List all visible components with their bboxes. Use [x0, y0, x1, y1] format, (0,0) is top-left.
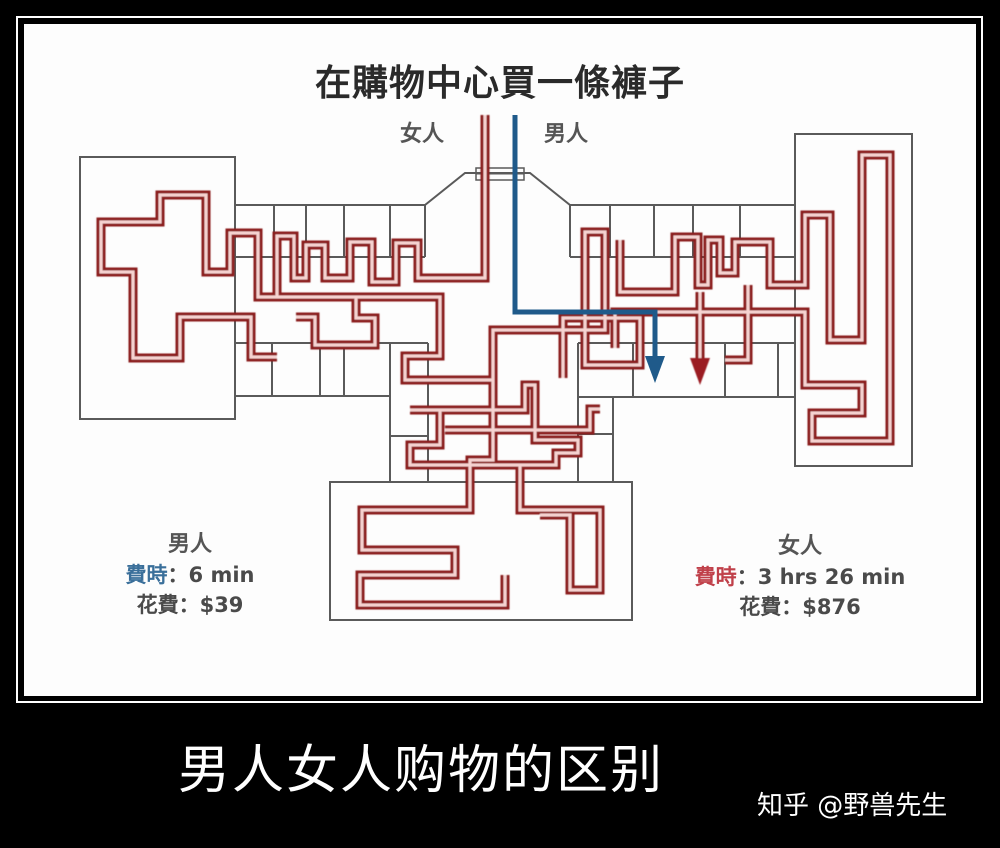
separator: ：	[736, 565, 758, 589]
woman-time-label: 費時	[694, 565, 737, 589]
poster-frame	[16, 16, 983, 703]
woman-time-value: 3 hrs 26 min	[757, 565, 906, 589]
woman-stats-label: 女人	[777, 534, 822, 559]
woman-cost-row: 花費：$876	[670, 592, 930, 622]
man-time-row: 費時：6 min	[100, 560, 280, 590]
man-cost-value: $39	[199, 593, 244, 617]
separator: ：	[167, 563, 189, 587]
legend-man-label: 男人	[544, 122, 589, 147]
man-time-value: 6 min	[188, 563, 255, 587]
man-time-label: 費時	[125, 563, 168, 587]
woman-path	[96, 115, 895, 610]
woman-stats: 女人 費時：3 hrs 26 min 花費：$876	[670, 532, 930, 622]
separator: ：	[178, 593, 200, 617]
watermark: 知乎 @野兽先生	[757, 791, 948, 821]
man-path	[512, 115, 665, 383]
woman-time-row: 費時：3 hrs 26 min	[670, 562, 930, 592]
woman-cost-label: 花費	[739, 595, 782, 619]
man-stats-label: 男人	[167, 532, 212, 557]
poster-caption: 男人女人购物的区别	[178, 741, 665, 801]
poster-title: 在購物中心買一條褲子	[314, 63, 685, 104]
woman-arrow-icon	[690, 358, 710, 385]
separator: ：	[781, 595, 803, 619]
legend-woman-label: 女人	[400, 122, 445, 147]
man-cost-label: 花費	[136, 593, 179, 617]
man-cost-row: 花費：$39	[100, 590, 280, 620]
woman-cost-value: $876	[802, 595, 861, 619]
man-stats: 男人 費時：6 min 花費：$39	[100, 530, 280, 620]
man-arrow-icon	[645, 356, 665, 383]
